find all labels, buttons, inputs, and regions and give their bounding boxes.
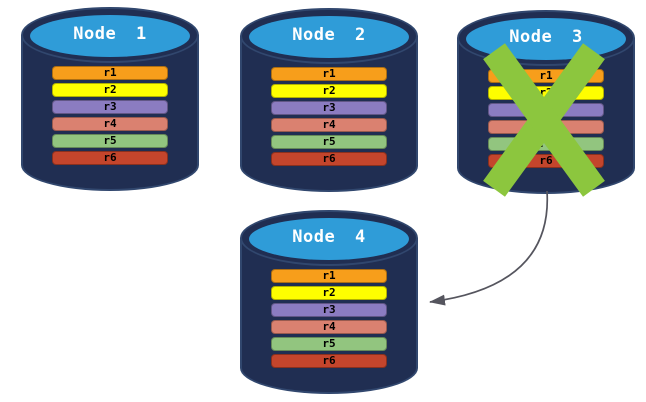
replica-row-r3: r3: [271, 303, 387, 317]
replica-row-r4: r4: [271, 320, 387, 334]
replica-rows: r1 r2 r3 r4 r5 r6: [271, 269, 387, 371]
replica-row-r6: r6: [271, 152, 387, 166]
node-2: Node 2 r1 r2 r3 r4 r5 r6: [240, 8, 418, 192]
node-title: Node 4: [292, 227, 366, 247]
replica-row-r5: r5: [271, 135, 387, 149]
replica-row-r2: r2: [271, 286, 387, 300]
replica-row-r6: r6: [271, 354, 387, 368]
cylinder-top: [21, 7, 199, 63]
replica-row-r3: r3: [52, 100, 168, 114]
replica-row-r4: r4: [271, 118, 387, 132]
cylinder-top: [457, 10, 635, 66]
replica-row-r1: r1: [52, 66, 168, 80]
cylinder-top-face: [30, 15, 190, 57]
node-title: Node 2: [292, 25, 366, 45]
arrow-curve: [429, 190, 549, 306]
replica-row-r2: r2: [271, 84, 387, 98]
cylinder-top-face: [249, 218, 409, 260]
replica-row-r2: r2: [52, 83, 168, 97]
cylinder-top-face: [249, 16, 409, 58]
replica-row-r1: r1: [271, 67, 387, 81]
replica-row-r3: r3: [271, 101, 387, 115]
replica-row-r5: r5: [52, 134, 168, 148]
replica-rows: r1 r2 r3 r4 r5 r6: [271, 67, 387, 169]
replica-rows: r1 r2 r3 r4 r5 r6: [52, 66, 168, 168]
node-1: Node 1 r1 r2 r3 r4 r5 r6: [21, 7, 199, 191]
replica-row-r4: r4: [52, 117, 168, 131]
cylinder-top: [240, 8, 418, 64]
replica-row-r6: r6: [52, 151, 168, 165]
replica-row-r5: r5: [271, 337, 387, 351]
node-title: Node 3: [509, 27, 583, 47]
node-title: Node 1: [73, 24, 147, 44]
replica-row-r1: r1: [271, 269, 387, 283]
node-4: Node 4 r1 r2 r3 r4 r5 r6: [240, 210, 418, 394]
cylinder-top: [240, 210, 418, 266]
